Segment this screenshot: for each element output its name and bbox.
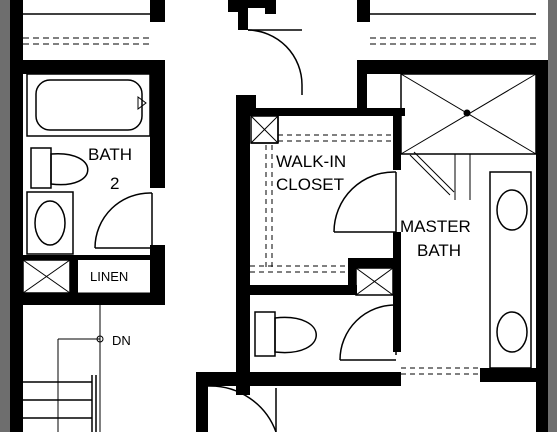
wall-walkin-right xyxy=(393,108,401,170)
door-toilet-room-swing xyxy=(339,304,397,361)
wall-toilet-room-right xyxy=(393,302,401,352)
wall-walkin-bottom xyxy=(245,285,357,295)
wall-top-center-left xyxy=(228,0,240,12)
bath2-sink-counter xyxy=(26,191,74,255)
wall-top-left-stub xyxy=(150,0,165,22)
wall-linen-divider xyxy=(70,258,78,295)
master-toilet-bowl xyxy=(274,316,317,354)
shower-drain xyxy=(463,109,471,117)
wall-walkin-right-lower xyxy=(393,232,401,272)
master-toilet-tank xyxy=(254,311,276,357)
master-fixtures xyxy=(254,73,537,375)
label-master-line1: MASTER xyxy=(400,217,471,236)
wall-top-right-stub xyxy=(357,0,370,22)
wall-walkin-bottom-notch-v xyxy=(348,258,356,295)
master-sink-upper xyxy=(496,189,528,231)
label-walkin-line2: CLOSET xyxy=(276,175,344,194)
wall-right-corner xyxy=(500,368,516,382)
wall-bath2-right xyxy=(150,60,165,188)
frame-left xyxy=(0,0,10,432)
door-bottom-center-swing xyxy=(207,385,277,432)
label-bath2-line2: 2 xyxy=(110,174,119,193)
bathtub xyxy=(26,73,151,137)
wall-top-right-closet xyxy=(357,60,548,74)
door-top-center-swing xyxy=(247,29,303,86)
master-sink-lower xyxy=(496,311,528,353)
door-bath2-swing xyxy=(94,192,153,249)
label-linen: LINEN xyxy=(90,269,128,284)
wall-bath2-bottom xyxy=(10,293,165,305)
wall-top-left-closet xyxy=(10,60,165,74)
wall-bath2-right-lower xyxy=(150,245,165,300)
wall-walkin-left xyxy=(236,95,250,395)
stairs xyxy=(23,305,104,432)
label-bath2-line1: BATH xyxy=(88,145,132,164)
label-walkin-line1: WALK-IN xyxy=(276,152,346,171)
closet-shelves xyxy=(23,13,536,45)
wall-top-center-right xyxy=(265,0,276,14)
wall-right-exterior xyxy=(536,60,548,432)
walkin-fixtures xyxy=(250,115,394,296)
wall-top-center-box xyxy=(238,0,248,30)
door-walkin-swing xyxy=(333,171,397,233)
walkin-xbox-bottom xyxy=(355,267,394,296)
wall-walkin-bottom-notch xyxy=(348,258,400,268)
door-shower xyxy=(409,154,451,196)
label-master-line2: BATH xyxy=(417,241,461,260)
bath2-toilet-bowl xyxy=(50,153,89,186)
walls xyxy=(10,0,548,432)
wall-walkin-right-top xyxy=(357,60,367,110)
bath2-sink xyxy=(34,200,66,246)
bath2-fixtures xyxy=(22,73,151,294)
wall-walkin-notch-right xyxy=(393,258,401,305)
wall-bottom-center xyxy=(196,372,401,386)
bath2-toilet-tank xyxy=(30,147,52,189)
wall-bottom-center-left xyxy=(196,372,208,432)
wall-left-exterior xyxy=(10,0,23,432)
master-vanity xyxy=(489,171,532,369)
linen-box xyxy=(22,259,71,294)
wall-linen-top xyxy=(23,255,150,260)
stairs-arrow-head xyxy=(96,335,104,343)
shower xyxy=(400,73,537,155)
wall-walkin-top-long xyxy=(245,108,405,116)
doors xyxy=(94,29,455,432)
frame-right xyxy=(548,0,557,432)
label-stairs-dn: DN xyxy=(112,333,131,348)
wall-top-center-box-top xyxy=(238,0,276,8)
wall-walkin-top xyxy=(236,95,256,112)
